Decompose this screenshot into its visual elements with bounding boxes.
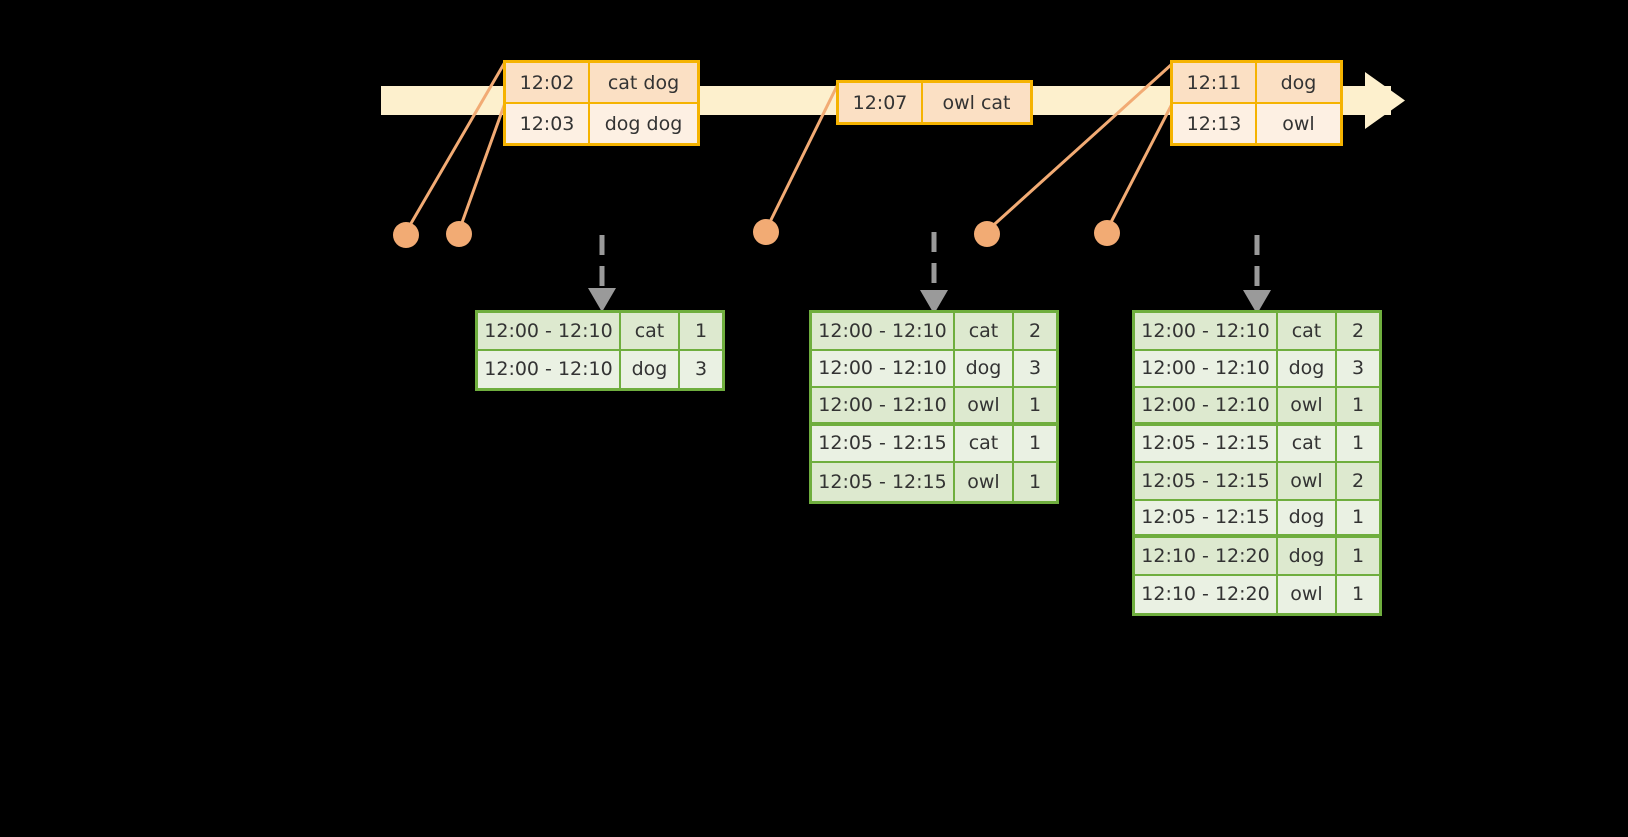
table-row[interactable]: 12:05 - 12:15 dog 1 (1135, 500, 1379, 538)
marker-dot-5 (1094, 220, 1120, 246)
event-words: dog dog (604, 112, 683, 135)
count-cell: 1 (1028, 470, 1042, 493)
event-words: owl cat (942, 91, 1011, 114)
marker-line-2 (457, 102, 507, 232)
count-cell: 1 (1351, 583, 1365, 606)
table-row[interactable]: 12:05 - 12:15 owl 1 (812, 463, 1056, 501)
count-cell: 1 (1028, 393, 1042, 416)
window-cell: 12:05 - 12:15 (1135, 463, 1278, 499)
count-cell: 2 (1028, 319, 1042, 342)
window-cell: 12:10 - 12:20 (1135, 538, 1278, 574)
event-row[interactable]: 12:13 owl (1173, 102, 1340, 143)
event-row[interactable]: 12:03 dog dog (506, 102, 697, 143)
event-box-2[interactable]: 12:07 owl cat (836, 80, 1033, 125)
key-cell: cat (1278, 425, 1337, 461)
result-table-1[interactable]: 12:00 - 12:10 cat 1 12:00 - 12:10 dog 3 (475, 310, 725, 391)
event-words: cat dog (607, 71, 680, 94)
key-cell: dog (955, 350, 1014, 386)
event-row[interactable]: 12:11 dog (1173, 63, 1340, 102)
marker-line-1 (404, 61, 507, 233)
key-cell: cat (621, 313, 680, 349)
window-cell: 12:05 - 12:15 (812, 425, 955, 461)
key-cell: owl (1278, 575, 1337, 613)
event-time: 12:13 (1173, 104, 1257, 143)
marker-line-5 (1105, 103, 1174, 231)
marker-line-3 (764, 83, 840, 231)
count-cell: 2 (1351, 319, 1365, 342)
marker-dot-3 (753, 219, 779, 245)
window-cell: 12:10 - 12:20 (1135, 575, 1278, 613)
count-cell: 3 (694, 358, 708, 381)
event-time: 12:11 (1173, 63, 1257, 102)
event-row[interactable]: 12:07 owl cat (839, 83, 1030, 122)
marker-dot-4 (974, 221, 1000, 247)
table-row[interactable]: 12:05 - 12:15 cat 1 (812, 425, 1056, 463)
table-row[interactable]: 12:00 - 12:10 cat 2 (1135, 313, 1379, 351)
event-time: 12:07 (839, 83, 923, 122)
timeline-arrowhead (1365, 72, 1405, 129)
count-cell: 1 (1351, 393, 1365, 416)
table-row[interactable]: 12:00 - 12:10 owl 1 (812, 388, 1056, 426)
table-row[interactable]: 12:00 - 12:10 cat 1 (478, 313, 722, 351)
table-row[interactable]: 12:10 - 12:20 owl 1 (1135, 575, 1379, 613)
count-cell: 1 (1028, 432, 1042, 455)
result-table-2[interactable]: 12:00 - 12:10 cat 2 12:00 - 12:10 dog 3 … (809, 310, 1059, 504)
count-cell: 1 (694, 319, 708, 342)
window-cell: 12:00 - 12:10 (812, 388, 955, 422)
event-time: 12:03 (506, 104, 590, 143)
key-cell: cat (1278, 313, 1337, 349)
key-cell: owl (1278, 463, 1337, 499)
window-cell: 12:00 - 12:10 (812, 313, 955, 349)
key-cell: owl (955, 463, 1014, 501)
count-cell: 2 (1351, 469, 1365, 492)
event-box-3[interactable]: 12:11 dog 12:13 owl (1170, 60, 1343, 146)
key-cell: dog (621, 350, 680, 388)
event-row[interactable]: 12:02 cat dog (506, 63, 697, 102)
window-cell: 12:00 - 12:10 (478, 350, 621, 388)
count-cell: 1 (1351, 432, 1365, 455)
result-table-3[interactable]: 12:00 - 12:10 cat 2 12:00 - 12:10 dog 3 … (1132, 310, 1382, 616)
table-row[interactable]: 12:05 - 12:15 owl 2 (1135, 463, 1379, 501)
window-cell: 12:05 - 12:15 (812, 463, 955, 501)
window-cell: 12:00 - 12:10 (478, 313, 621, 349)
table-row[interactable]: 12:10 - 12:20 dog 1 (1135, 538, 1379, 576)
count-cell: 1 (1351, 506, 1365, 529)
marker-dots (393, 219, 1120, 248)
count-cell: 3 (1351, 357, 1365, 380)
key-cell: cat (955, 425, 1014, 461)
window-cell: 12:00 - 12:10 (1135, 388, 1278, 422)
window-cell: 12:00 - 12:10 (1135, 313, 1278, 349)
key-cell: owl (955, 388, 1014, 422)
window-cell: 12:05 - 12:15 (1135, 425, 1278, 461)
window-cell: 12:00 - 12:10 (812, 350, 955, 386)
window-cell: 12:00 - 12:10 (1135, 350, 1278, 386)
table-row[interactable]: 12:00 - 12:10 dog 3 (478, 350, 722, 388)
key-cell: owl (1278, 388, 1337, 422)
event-box-1[interactable]: 12:02 cat dog 12:03 dog dog (503, 60, 700, 146)
key-cell: dog (1278, 500, 1337, 534)
event-words: owl (1282, 112, 1315, 135)
count-cell: 1 (1351, 544, 1365, 567)
key-cell: cat (955, 313, 1014, 349)
table-row[interactable]: 12:00 - 12:10 owl 1 (1135, 388, 1379, 426)
down-arrow-shafts (599, 232, 1260, 292)
event-words: dog (1280, 71, 1317, 94)
marker-dot-1 (393, 222, 419, 248)
key-cell: dog (1278, 538, 1337, 574)
event-time: 12:02 (506, 63, 590, 102)
window-cell: 12:05 - 12:15 (1135, 500, 1278, 534)
marker-dot-2 (446, 221, 472, 247)
table-row[interactable]: 12:00 - 12:10 dog 3 (812, 350, 1056, 388)
table-row[interactable]: 12:00 - 12:10 dog 3 (1135, 350, 1379, 388)
key-cell: dog (1278, 350, 1337, 386)
count-cell: 3 (1028, 357, 1042, 380)
table-row[interactable]: 12:05 - 12:15 cat 1 (1135, 425, 1379, 463)
table-row[interactable]: 12:00 - 12:10 cat 2 (812, 313, 1056, 351)
down-arrow-head-1 (588, 288, 616, 312)
